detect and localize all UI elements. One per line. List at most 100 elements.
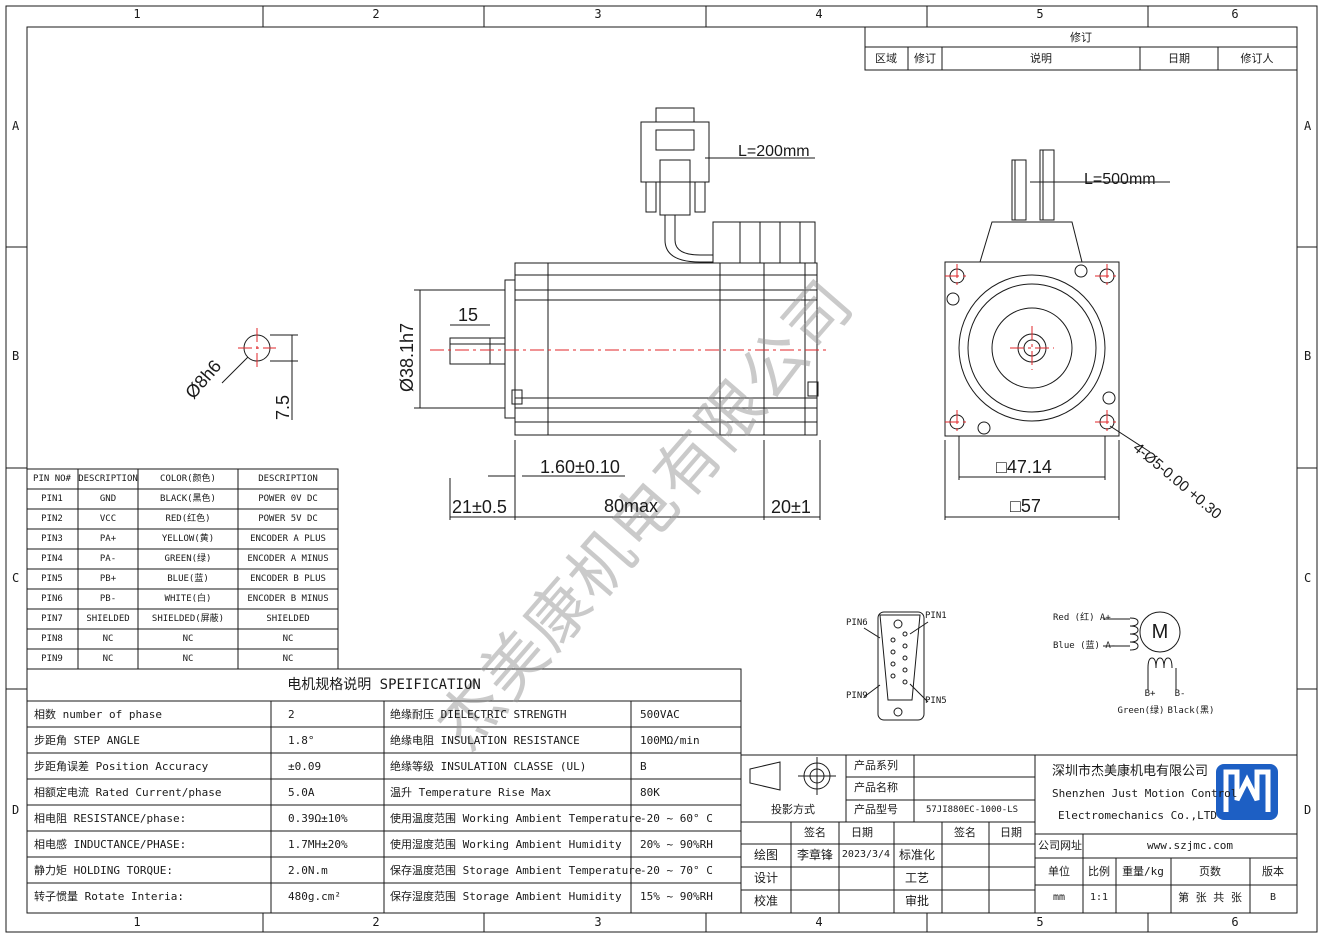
connector-pin5-label: PIN5 xyxy=(925,696,947,706)
pin-cell: PIN5 xyxy=(41,574,63,584)
connector-pin9-label: PIN9 xyxy=(846,691,868,701)
tb-date-label2: 日期 xyxy=(1000,826,1022,839)
dim-flat: 7.5 xyxy=(273,394,293,420)
pin-cell: NC xyxy=(282,634,294,644)
pin-cell: GREEN(绿) xyxy=(164,554,212,564)
zone-row-b-right: B xyxy=(1304,349,1312,363)
zone-col-1-bottom: 1 xyxy=(133,915,141,929)
revision-header-date: 日期 xyxy=(1168,52,1190,65)
spec-cell: 绝缘电阻 INSULATION RESISTANCE xyxy=(390,734,580,747)
tb-model-value: 57JI880EC-1000-LS xyxy=(925,805,1019,815)
spec-cell: 80K xyxy=(640,786,660,799)
dim-encoder-cable: L=200mm xyxy=(738,143,810,160)
tb-unit-value: mm xyxy=(1052,892,1066,903)
revision-title: 修订 xyxy=(1070,31,1092,44)
spec-cell: 1.7MH±20% xyxy=(288,838,348,851)
pin-cell: PIN7 xyxy=(41,614,63,624)
spec-cell: -20 ~ 70° C xyxy=(640,864,713,877)
tb-weight-label: 重量/kg xyxy=(1122,865,1164,878)
pin-table-header-pin: PIN NO# xyxy=(33,474,71,484)
pin-cell: ENCODER A PLUS xyxy=(250,534,326,544)
spec-cell: 20% ~ 90%RH xyxy=(640,838,713,851)
wiring-a-minus: Blue (蓝) A- xyxy=(1053,641,1117,651)
spec-cell: 相数 number of phase xyxy=(34,708,162,721)
pin-cell: RED(红色) xyxy=(165,514,211,524)
dim-key-len: 15 xyxy=(458,305,479,325)
pin-cell: PIN3 xyxy=(41,534,63,544)
pin-cell: ENCODER B MINUS xyxy=(247,594,329,604)
pin-cell: PIN4 xyxy=(41,554,63,564)
wiring-b-plus: B+ xyxy=(1144,689,1156,699)
tb-design-label: 设计 xyxy=(753,871,779,885)
pin-table-header-desc2: DESCRIPTION xyxy=(258,474,318,484)
zone-row-a: A xyxy=(12,119,20,133)
revision-header-desc: 说明 xyxy=(1030,52,1052,65)
pin-cell: POWER 0V DC xyxy=(258,494,318,504)
spec-cell: 2 xyxy=(288,708,295,721)
tb-series-label: 产品系列 xyxy=(854,759,898,772)
pin-table-header-desc: DESCRIPTION xyxy=(78,474,138,484)
spec-cell: ±0.09 xyxy=(288,760,322,773)
zone-col-2-bottom: 2 xyxy=(372,915,380,929)
revision-header-area: 区域 xyxy=(875,52,897,65)
pin-cell: NC xyxy=(182,654,194,664)
dim-motor-cable: L=500mm xyxy=(1084,171,1156,188)
tb-version-label: 版本 xyxy=(1262,865,1284,878)
tb-approve-label: 审批 xyxy=(904,894,930,908)
zone-row-a-right: A xyxy=(1304,119,1312,133)
pin-cell: YELLOW(黄) xyxy=(161,534,215,544)
dim-flange-dia: Ø38.1h7 xyxy=(397,322,417,392)
spec-cell: 0.39Ω±10% xyxy=(288,812,348,825)
revision-header-reviser: 修订人 xyxy=(1240,52,1274,65)
spec-cell: 相电感 INDUCTANCE/PHASE: xyxy=(34,838,187,851)
zone-row-b: B xyxy=(12,349,20,363)
spec-cell: 静力矩 HOLDING TORQUE: xyxy=(34,864,173,877)
pin-cell: WHITE(白) xyxy=(164,594,212,604)
pin-table-header-color: COLOR(颜色) xyxy=(160,474,216,484)
connector-pin6-label: PIN6 xyxy=(846,618,868,628)
pin-cell: GND xyxy=(99,494,117,504)
pin-cell: PIN1 xyxy=(41,494,63,504)
wiring-a-plus: Red (红) A+ xyxy=(1053,613,1111,623)
tb-pages-value: 第 张 共 张 xyxy=(1178,891,1242,904)
tb-website: www.szjmc.com xyxy=(1146,839,1234,852)
spec-cell: 步距角误差 Position Accuracy xyxy=(34,760,209,773)
pin-cell: NC xyxy=(102,634,114,644)
dim-body-len: 80max xyxy=(604,496,659,516)
zone-row-d-right: D xyxy=(1304,803,1312,817)
wiring-black: Black(黑) xyxy=(1167,706,1215,716)
spec-cell: 使用温度范围 Working Ambient Temperature xyxy=(390,812,642,825)
spec-cell: 相额定电流 Rated Current/phase xyxy=(34,786,222,799)
zone-col-6-bottom: 6 xyxy=(1231,915,1239,929)
dim-hole-pitch: □47.14 xyxy=(996,457,1052,477)
dim-boss: 1.60±0.10 xyxy=(540,457,620,477)
pin-cell: PIN2 xyxy=(41,514,63,524)
spec-cell: 使用湿度范围 Working Ambient Humidity xyxy=(390,838,622,851)
tb-projection: 投影方式 xyxy=(771,803,815,816)
spec-cell: -20 ~ 60° C xyxy=(640,812,713,825)
pin-cell: NC xyxy=(102,654,114,664)
spec-cell: 绝缘等级 INSULATION CLASSE (UL) xyxy=(390,760,587,773)
tb-sign-label: 签名 xyxy=(804,826,826,839)
company-name-en1: Shenzhen Just Motion Control xyxy=(1052,787,1238,800)
spec-cell: B xyxy=(640,760,647,773)
spec-cell: 15% ~ 90%RH xyxy=(640,890,713,903)
pin-cell: SHIELDED xyxy=(86,614,130,624)
tb-date-label: 日期 xyxy=(851,826,873,839)
tb-drawn-date: 2023/3/4 xyxy=(841,849,891,860)
tb-version-value: B xyxy=(1269,892,1277,903)
tb-scale-label: 比例 xyxy=(1088,865,1110,878)
zone-row-c: C xyxy=(12,571,20,585)
zone-row-c-right: C xyxy=(1304,571,1312,585)
pin-cell: PA+ xyxy=(99,534,117,544)
zone-col-3: 3 xyxy=(594,7,602,21)
tb-std-label: 标准化 xyxy=(898,848,936,862)
pin-cell: PB+ xyxy=(99,574,117,584)
tb-process-label: 工艺 xyxy=(904,871,930,885)
tb-website-label: 公司网址 xyxy=(1038,839,1082,852)
spec-cell: 100MΩ/min xyxy=(640,734,700,747)
spec-cell: 绝缘耐压 DIELECTRIC STRENGTH xyxy=(390,708,567,721)
tb-drawn-by: 李章锋 xyxy=(796,848,834,862)
zone-col-4-bottom: 4 xyxy=(815,915,823,929)
